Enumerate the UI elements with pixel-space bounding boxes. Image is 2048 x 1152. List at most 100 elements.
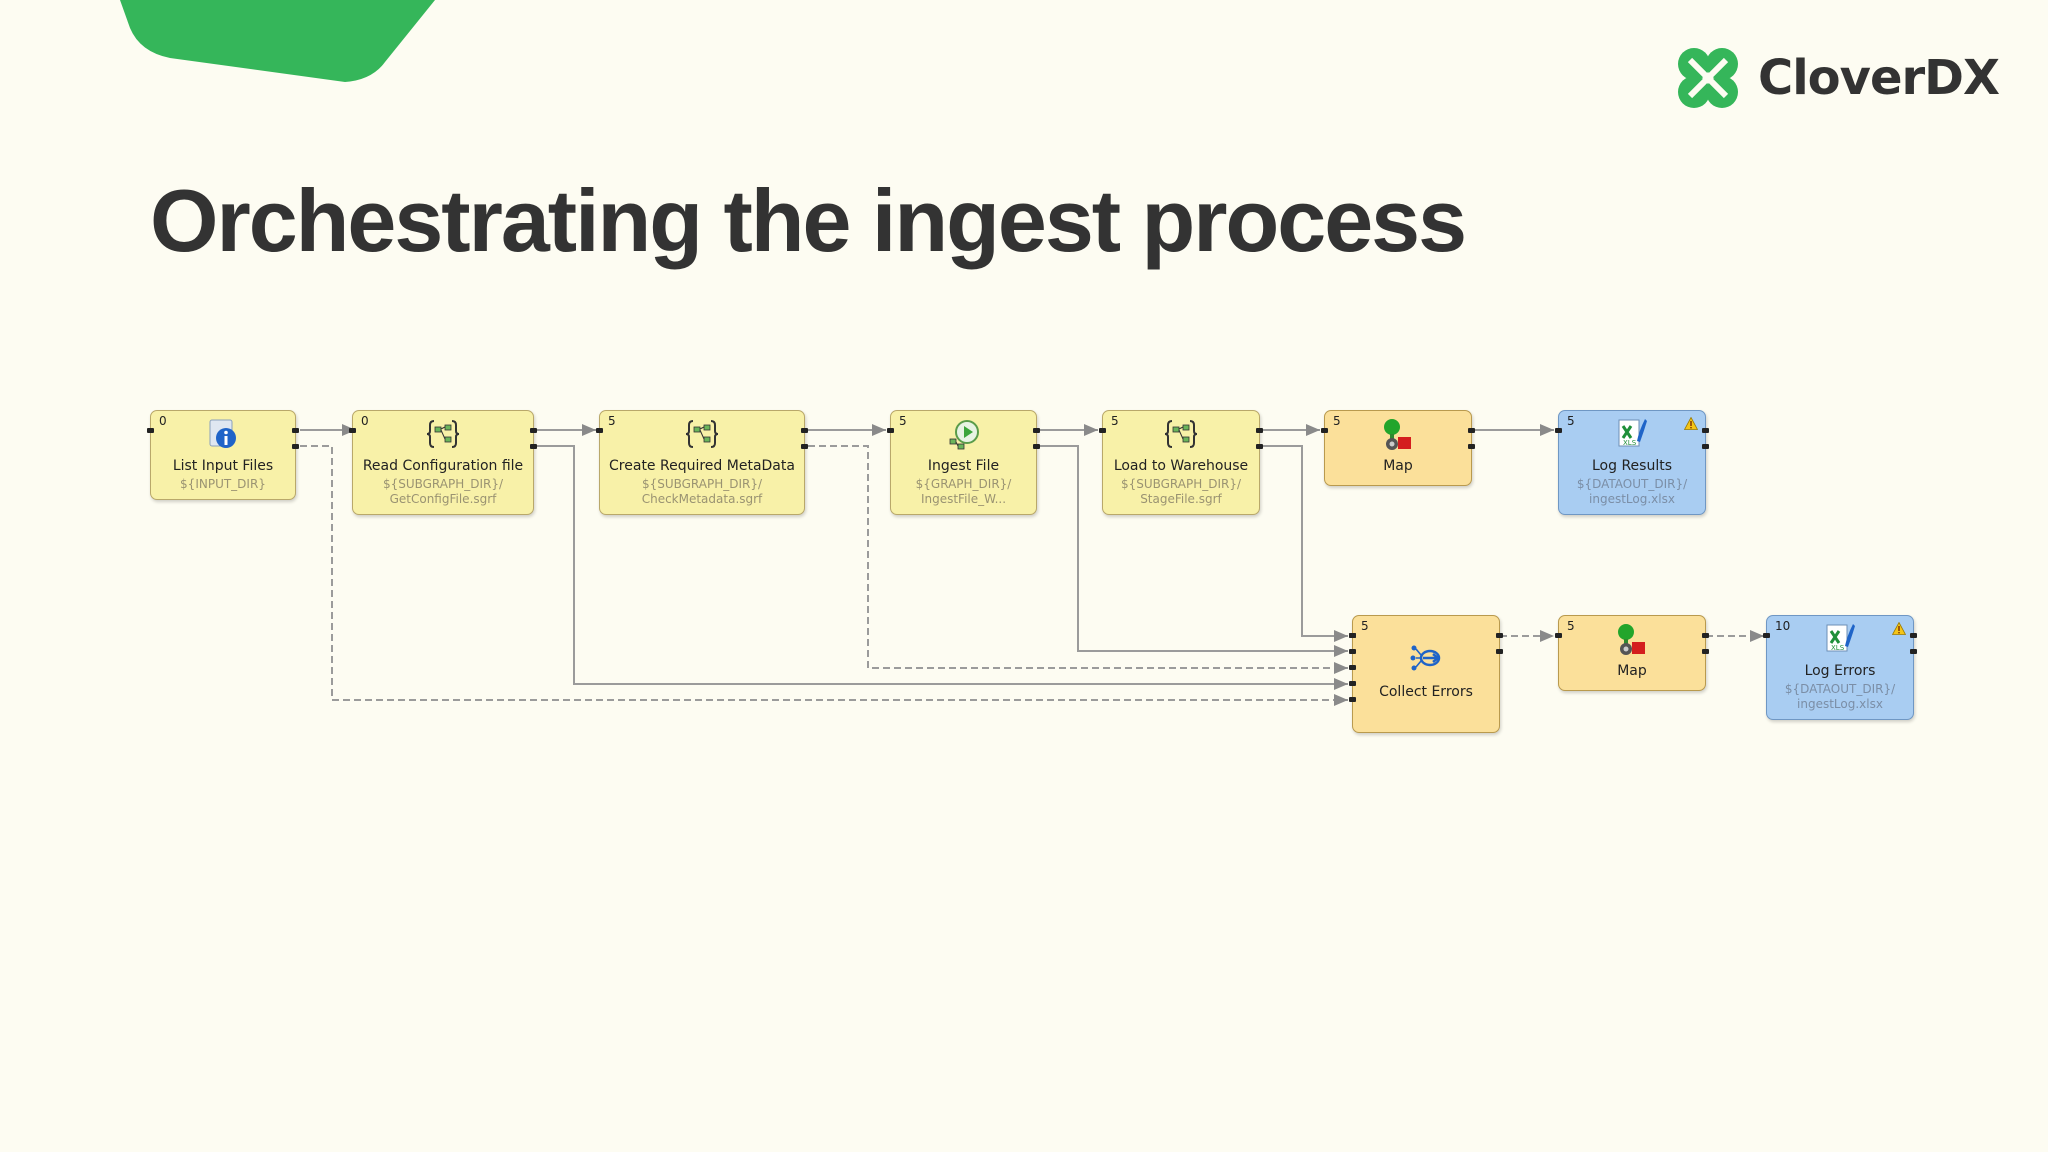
node-port[interactable] [1702,649,1709,654]
node-file-path: ${DATAOUT_DIR}/ingestLog.xlsx [1767,682,1913,712]
node-thread-count: 0 [159,414,167,428]
node-thread-count: 0 [361,414,369,428]
subgraph-icon [685,417,719,451]
node-thread-count: 5 [1333,414,1341,428]
node-port[interactable] [1349,665,1356,670]
node-port[interactable] [530,444,537,449]
node-file-path: ${GRAPH_DIR}/IngestFile_W... [891,477,1036,507]
node-port[interactable] [1910,649,1917,654]
clover-logo-icon [1678,48,1738,108]
node-port[interactable] [1555,633,1562,638]
gather-icon [1409,640,1443,674]
node-thread-count: 5 [1567,414,1575,428]
node-port[interactable] [1702,428,1709,433]
node-label: Create Required MetaData [609,458,795,474]
node-path-line: ${GRAPH_DIR}/ [915,477,1012,491]
node-path-file: IngestFile_W... [920,492,1007,506]
xls-writer-icon: XLS [1823,622,1857,656]
edge-create-errors [808,445,1348,674]
node-path-line: ${INPUT_DIR} [180,477,266,491]
node-thread-count: 5 [899,414,907,428]
info-icon [206,417,240,451]
node-port[interactable] [1702,444,1709,449]
node-port[interactable] [1321,428,1328,433]
node-label: Collect Errors [1379,684,1473,700]
node-port[interactable] [1349,681,1356,686]
node-path-file: ingestLog.xlsx [1589,492,1675,506]
node-port[interactable] [801,444,808,449]
node-path-file: CheckMetadata.sgrf [641,492,763,506]
node-path-file: ingestLog.xlsx [1797,697,1883,711]
node-label: Map [1617,663,1647,679]
node-port[interactable] [1256,428,1263,433]
warning-icon [1683,415,1699,430]
node-path-line: ${SUBGRAPH_DIR}/ [1120,477,1242,491]
node-path-line: ${DATAOUT_DIR}/ [1784,682,1896,696]
node-file-path: ${SUBGRAPH_DIR}/CheckMetadata.sgrf [600,477,804,507]
subgraph-icon [426,417,460,451]
node-port[interactable] [1496,633,1503,638]
node-thread-count: 5 [1567,619,1575,633]
logo-text: CloverDX [1758,50,2000,106]
node-label: Map [1383,458,1413,474]
node-thread-count: 5 [1361,619,1369,633]
node-port[interactable] [801,428,808,433]
node-port[interactable] [596,428,603,433]
svg-text:XLS: XLS [1623,439,1637,447]
svg-text:XLS: XLS [1831,644,1845,652]
slide-title: Orchestrating the ingest process [150,171,1467,270]
node-port[interactable] [1349,649,1356,654]
node-port[interactable] [530,428,537,433]
map-icon [1381,417,1415,451]
node-label: Log Results [1591,458,1672,474]
node-path-line: ${DATAOUT_DIR}/ [1576,477,1688,491]
node-label: Load to Warehouse [1113,458,1249,474]
node-file-path: ${SUBGRAPH_DIR}/GetConfigFile.sgrf [353,477,533,507]
xls-writer-icon: XLS [1615,417,1649,451]
node-port[interactable] [292,428,299,433]
node-port[interactable] [1033,444,1040,449]
node-port[interactable] [1033,428,1040,433]
node-port[interactable] [1468,444,1475,449]
node-thread-count: 5 [1111,414,1119,428]
node-thread-count: 5 [608,414,616,428]
node-label: Ingest File [927,458,1000,474]
node-thread-count: 10 [1775,619,1791,633]
node-file-path: ${DATAOUT_DIR}/ingestLog.xlsx [1559,477,1705,507]
node-port[interactable] [1763,633,1770,638]
node-label: Log Errors [1804,663,1876,679]
node-port[interactable] [349,428,356,433]
node-port[interactable] [1468,428,1475,433]
warning-icon [1891,620,1907,635]
node-port[interactable] [1349,697,1356,702]
node-port[interactable] [1496,649,1503,654]
node-port[interactable] [1349,633,1356,638]
node-port[interactable] [1256,444,1263,449]
node-port[interactable] [1099,428,1106,433]
run-graph-icon [947,417,981,451]
node-port[interactable] [292,444,299,449]
node-file-path: ${INPUT_DIR} [151,477,295,492]
node-port[interactable] [147,428,154,433]
corner-decoration [120,0,435,82]
node-port[interactable] [1910,633,1917,638]
node-label: List Input Files [172,458,274,474]
node-file-path: ${SUBGRAPH_DIR}/StageFile.sgrf [1103,477,1259,507]
node-path-line: ${SUBGRAPH_DIR}/ [382,477,504,491]
node-port[interactable] [1555,428,1562,433]
node-port[interactable] [887,428,894,433]
node-port[interactable] [1702,633,1709,638]
node-path-file: StageFile.sgrf [1140,492,1222,506]
map-icon [1615,622,1649,656]
clover-dx-logo: CloverDX [1672,38,2000,118]
